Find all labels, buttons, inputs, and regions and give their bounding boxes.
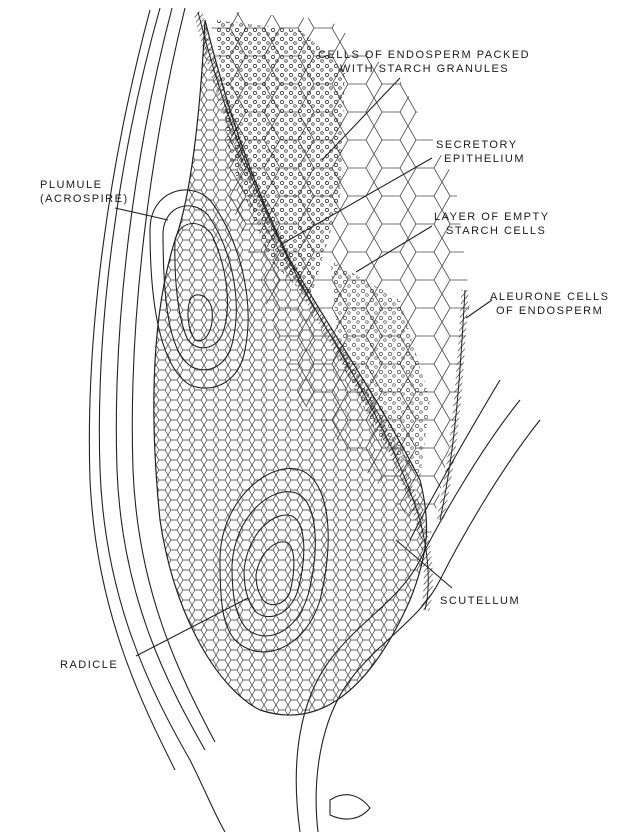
label-plumule: PLUMULE (ACROSPIRE)	[40, 178, 129, 206]
label-scutellum: SCUTELLUM	[440, 594, 520, 608]
label-radicle: RADICLE	[60, 658, 118, 672]
label-aleurone: ALEURONE CELLS OF ENDOSPERM	[490, 290, 609, 318]
label-empty-starch-cells: LAYER OF EMPTY STARCH CELLS	[434, 210, 550, 238]
label-endosperm-starch: CELLS OF ENDOSPERM PACKED WITH STARCH GR…	[318, 48, 530, 76]
label-secretory-epithelium: SECRETORY EPITHELIUM	[436, 138, 525, 166]
